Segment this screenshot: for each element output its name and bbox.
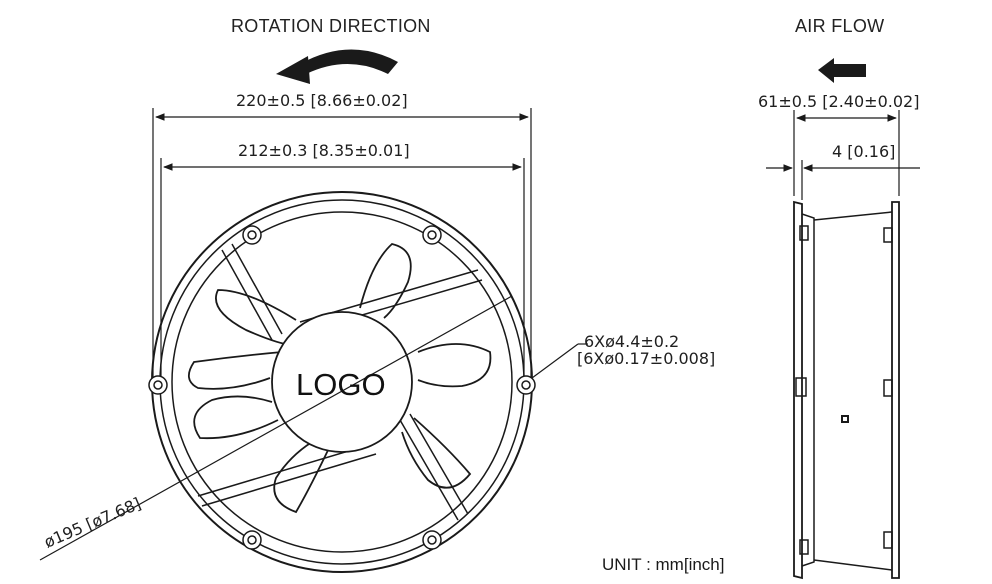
- flange-thickness-label: 4 [0.16]: [832, 142, 896, 161]
- hub: [271, 311, 413, 453]
- airflow-arrow-icon: [818, 58, 866, 83]
- unit-note: UNIT : mm[inch]: [602, 555, 725, 574]
- mount-hole-leader: [531, 343, 588, 379]
- hole-spacing-label: 212±0.3 [8.35±0.01]: [238, 141, 410, 160]
- hub-logo: LOGO: [296, 367, 386, 402]
- mounting-holes: [148, 225, 536, 550]
- depth-label: 61±0.5 [2.40±0.02]: [758, 92, 920, 111]
- fan-front-view: [148, 191, 536, 573]
- diameter-leader: [39, 295, 513, 561]
- mount-holes-mm-label: 6Xø4.4±0.2: [584, 332, 680, 351]
- air-flow-title: AIR FLOW: [795, 16, 885, 36]
- hole-spacing-dimension: [160, 158, 525, 386]
- mount-holes-inch-label: [6Xø0.17±0.008]: [577, 349, 716, 368]
- rotation-direction-title: ROTATION DIRECTION: [231, 16, 431, 36]
- fan-side-view: [766, 110, 920, 580]
- rotation-arrow-icon: [276, 49, 398, 84]
- overall-width-label: 220±0.5 [8.66±0.02]: [236, 91, 408, 110]
- overall-width-dimension: [152, 108, 532, 392]
